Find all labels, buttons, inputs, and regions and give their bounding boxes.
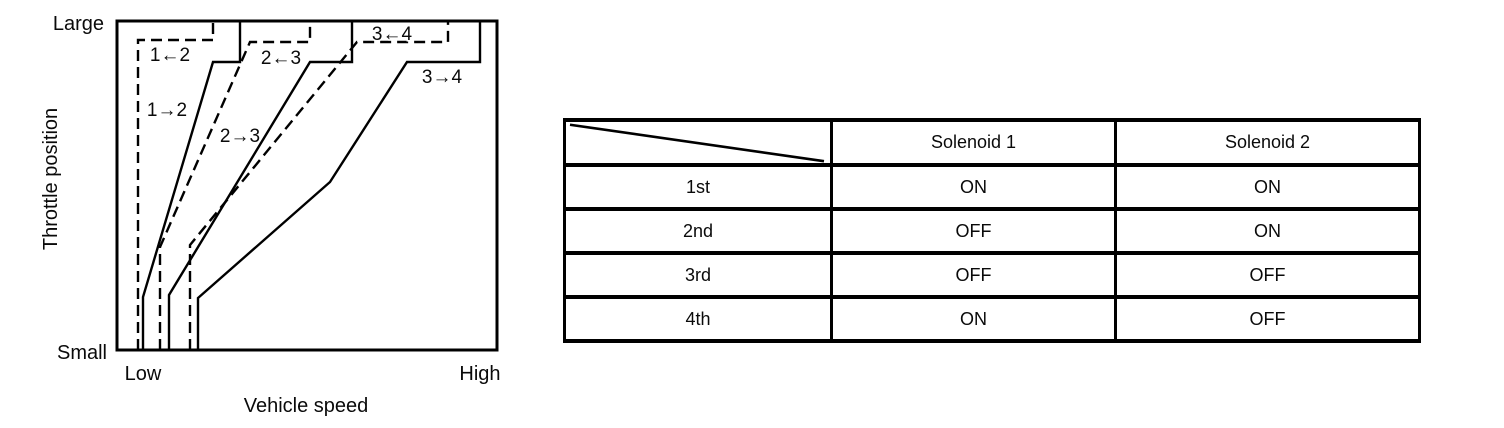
gear-cell: 2nd [563,207,833,255]
y-axis-max-label: Large [53,13,104,35]
table-row-2nd: 2nd OFF ON [563,207,1421,255]
solenoid1-state-cell: OFF [830,251,1117,299]
downshift-1-2-line [136,21,215,350]
solenoid1-state-cell: ON [830,295,1117,343]
solenoid2-state-cell: OFF [1114,295,1421,343]
solenoid1-state-cell: ON [830,163,1117,211]
upshift-1-2-label: 1→2 [147,100,187,121]
y-axis-min-label: Small [57,342,107,364]
downshift-1-2-label: 1←2 [150,45,190,66]
table-row-1st: 1st ON ON [563,163,1421,211]
upshift-3-4-label: 3→4 [422,67,463,88]
header-solenoid-1: Solenoid 1 [830,118,1117,167]
downshift-3-4-line [188,21,450,350]
header-diagonal-line [566,122,830,163]
header-solenoid-2: Solenoid 2 [1114,118,1421,167]
table-row-4th: 4th ON OFF [563,295,1421,343]
header-corner-cell [563,118,833,167]
gear-cell: 4th [563,295,833,343]
solenoid-table: Solenoid 1 Solenoid 2 1st ON ON 2nd OFF … [563,118,1421,343]
table-row-3rd: 3rd OFF OFF [563,251,1421,299]
gear-cell: 3rd [563,251,833,299]
y-axis-title: Throttle position [40,108,62,250]
downshift-2-3-line [158,21,312,350]
x-axis-min-label: Low [125,363,162,385]
solenoid2-state-cell: ON [1114,207,1421,255]
chart-plot-border [115,19,499,352]
upshift-2-3-label: 2→3 [220,126,260,147]
x-axis-max-label: High [459,363,500,385]
upshift-3-4-line [196,21,482,350]
solenoid2-state-cell: OFF [1114,251,1421,299]
downshift-3-4-label: 3←4 [372,24,413,45]
solenoid2-state-cell: ON [1114,163,1421,211]
downshift-2-3-label: 2←3 [261,48,301,69]
solenoid1-state-cell: OFF [830,207,1117,255]
shift-schedule-chart: 1←2 1→2 2←3 2→3 3←4 3→4 Large Small Low … [40,13,501,417]
gear-cell: 1st [563,163,833,211]
x-axis-title: Vehicle speed [244,395,369,417]
table-header-row: Solenoid 1 Solenoid 2 [563,118,1421,167]
upshift-1-2-line [141,21,242,350]
